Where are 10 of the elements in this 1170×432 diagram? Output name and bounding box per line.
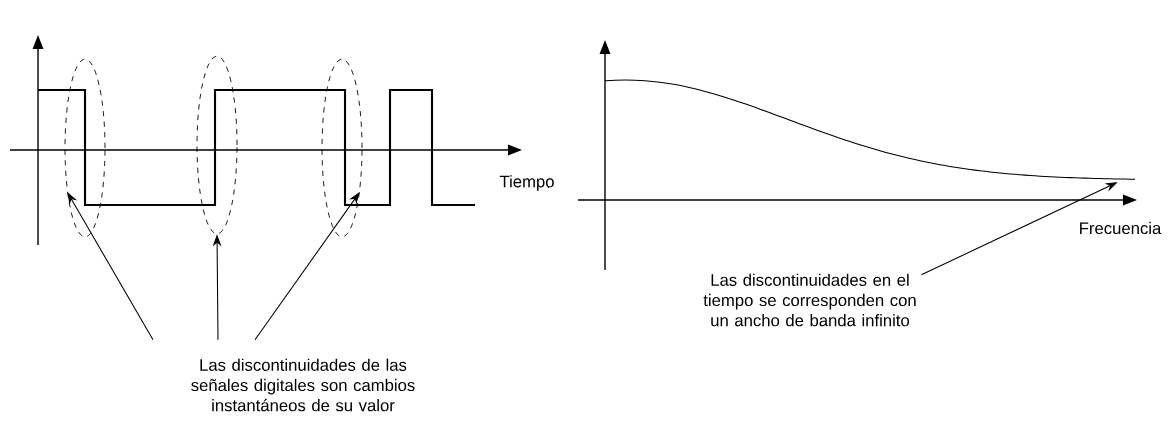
spectrum-curve [604,79,1136,180]
dashed-ellipse [196,55,238,235]
dashed-ellipse [321,58,363,238]
axis-label: Tiempo [499,175,554,191]
arrow [67,192,154,341]
caption-text: Las discontinuidades en el tiempo se corresponden con un ancho de banda infinito [703,273,916,327]
axis-label: Frecuencia [1080,221,1162,235]
arrow [254,192,360,341]
dashed-ellipse [64,58,106,238]
caption-text: Las discontinuidades de las señales digitales son cambios instantáneos de su valor [191,358,415,412]
